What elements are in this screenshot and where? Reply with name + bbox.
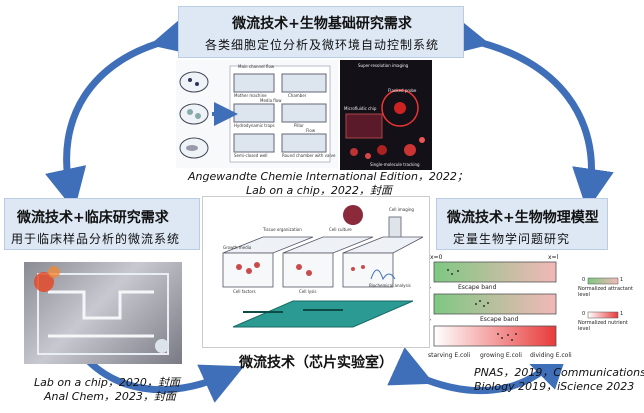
schematic-label-main-channel: Main channel flow xyxy=(238,64,275,69)
schematic-label-round-chamber: Round chamber with valve xyxy=(282,153,336,158)
left-citation-line1: Lab on a chip，2020，封面 xyxy=(34,376,180,389)
legend1-label: Normalized attractant level xyxy=(578,286,633,298)
label-dividing: dividing E.coli xyxy=(530,352,572,359)
escape-band-2: Escape band xyxy=(480,316,519,323)
top-citation: Angewandte Chemie International Edition，… xyxy=(188,170,468,198)
center-label-biochemical: Biochemical analysis xyxy=(369,283,411,288)
schematic-label-mother-machine: Mother machine xyxy=(234,93,267,98)
center-label-growth-media: Growth media xyxy=(223,245,252,250)
fluor-label-single-molecule: Single-molecule tracking xyxy=(370,162,420,167)
right-citation: PNAS，2019，Communications Biology 2019，iS… xyxy=(474,366,644,394)
top-title: 微流技术+生物基础研究需求 xyxy=(232,16,412,32)
arrow-top-to-right xyxy=(444,14,614,211)
right-title: 微流技术+生物物理模型 xyxy=(447,210,599,226)
legend1-max: 1 xyxy=(620,277,624,283)
schematic-label-media-flow: Media flow xyxy=(260,98,282,103)
xl-label: x=l xyxy=(548,254,559,261)
top-citation-line2: Lab on a chip，2022，封面 xyxy=(246,184,392,197)
schematic-label-flow: Flow xyxy=(306,128,316,133)
center-label-cell-imaging: Cell imaging xyxy=(389,207,414,212)
left-citation-line2: Anal Chem，2023，封面 xyxy=(44,390,176,403)
x0-label: x=0 xyxy=(430,254,443,261)
schematic-label-chamber: Chamber xyxy=(288,93,307,98)
right-citation-line2: Biology 2019，iScience 2023 xyxy=(474,380,635,393)
top-header-box: 微流技术+生物基础研究需求 各类细胞定位分析及微环境自动控制系统 xyxy=(178,6,464,58)
fluor-label-super-resolution: Super-resolution imaging xyxy=(358,63,409,68)
top-fluorescence-figure: Super-resolution imaging Microfluidic ch… xyxy=(340,60,432,170)
schematic-label-semi-closed: Semi-closed well xyxy=(234,153,268,158)
left-citation: Lab on a chip，2020，封面 Anal Chem，2023，封面 xyxy=(34,376,180,404)
legend2-max: 1 xyxy=(620,311,624,317)
top-subtitle: 各类细胞定位分析及微环境自动控制系统 xyxy=(204,38,439,52)
legend1-min: 0 xyxy=(582,277,586,283)
center-label-tissue: Tissue organization xyxy=(263,227,302,232)
right-citation-line1: PNAS，2019，Communications xyxy=(474,366,644,379)
escape-band-1: Escape band xyxy=(458,284,497,291)
left-chip-photo xyxy=(24,262,182,364)
top-schematic-figure: Main channel flow Mother machine Chamber… xyxy=(176,60,338,168)
left-header-box: 微流技术+临床研究需求 用于临床样品分析的微流系统 xyxy=(4,198,200,250)
center-label-cell-factors: Cell factors xyxy=(233,289,256,294)
legend2-min: 0 xyxy=(582,311,586,317)
right-header-box: 微流技术+生物物理模型 定量生物学问题研究 xyxy=(436,198,608,250)
schematic-label-hydrodynamic: Hydrodynamic traps xyxy=(234,123,275,128)
schematic-label-pillar: Pillar xyxy=(294,123,304,128)
fluor-label-flanked: Flanked probe xyxy=(388,88,417,93)
arrow-bottom-right xyxy=(387,345,570,395)
arrow-top-to-left xyxy=(45,14,196,211)
top-citation-line1: Angewandte Chemie International Edition，… xyxy=(188,170,468,183)
legend2-label: Normalized nutrient level xyxy=(578,320,628,332)
center-label-cell-culture: Cell culture xyxy=(329,227,352,232)
fluor-label-microfluidic: Microfluidic chip xyxy=(344,106,377,111)
label-starving: starving E.coli xyxy=(428,352,471,359)
left-title: 微流技术+临床研究需求 xyxy=(17,210,169,226)
label-growing: growing E.coli xyxy=(480,352,522,359)
center-label-cell-lysis: Cell lysis xyxy=(299,289,317,294)
center-caption: 微流技术（芯片实验室） xyxy=(239,355,393,371)
left-subtitle: 用于临床样品分析的微流系统 xyxy=(11,232,181,246)
center-chip-figure: Tissue organization Cell culture Cell im… xyxy=(202,196,430,348)
right-ecoli-figure: x=0 x=l S1 S2 S3 Escape band Escape band… xyxy=(418,254,640,364)
right-subtitle: 定量生物学问题研究 xyxy=(453,232,571,246)
